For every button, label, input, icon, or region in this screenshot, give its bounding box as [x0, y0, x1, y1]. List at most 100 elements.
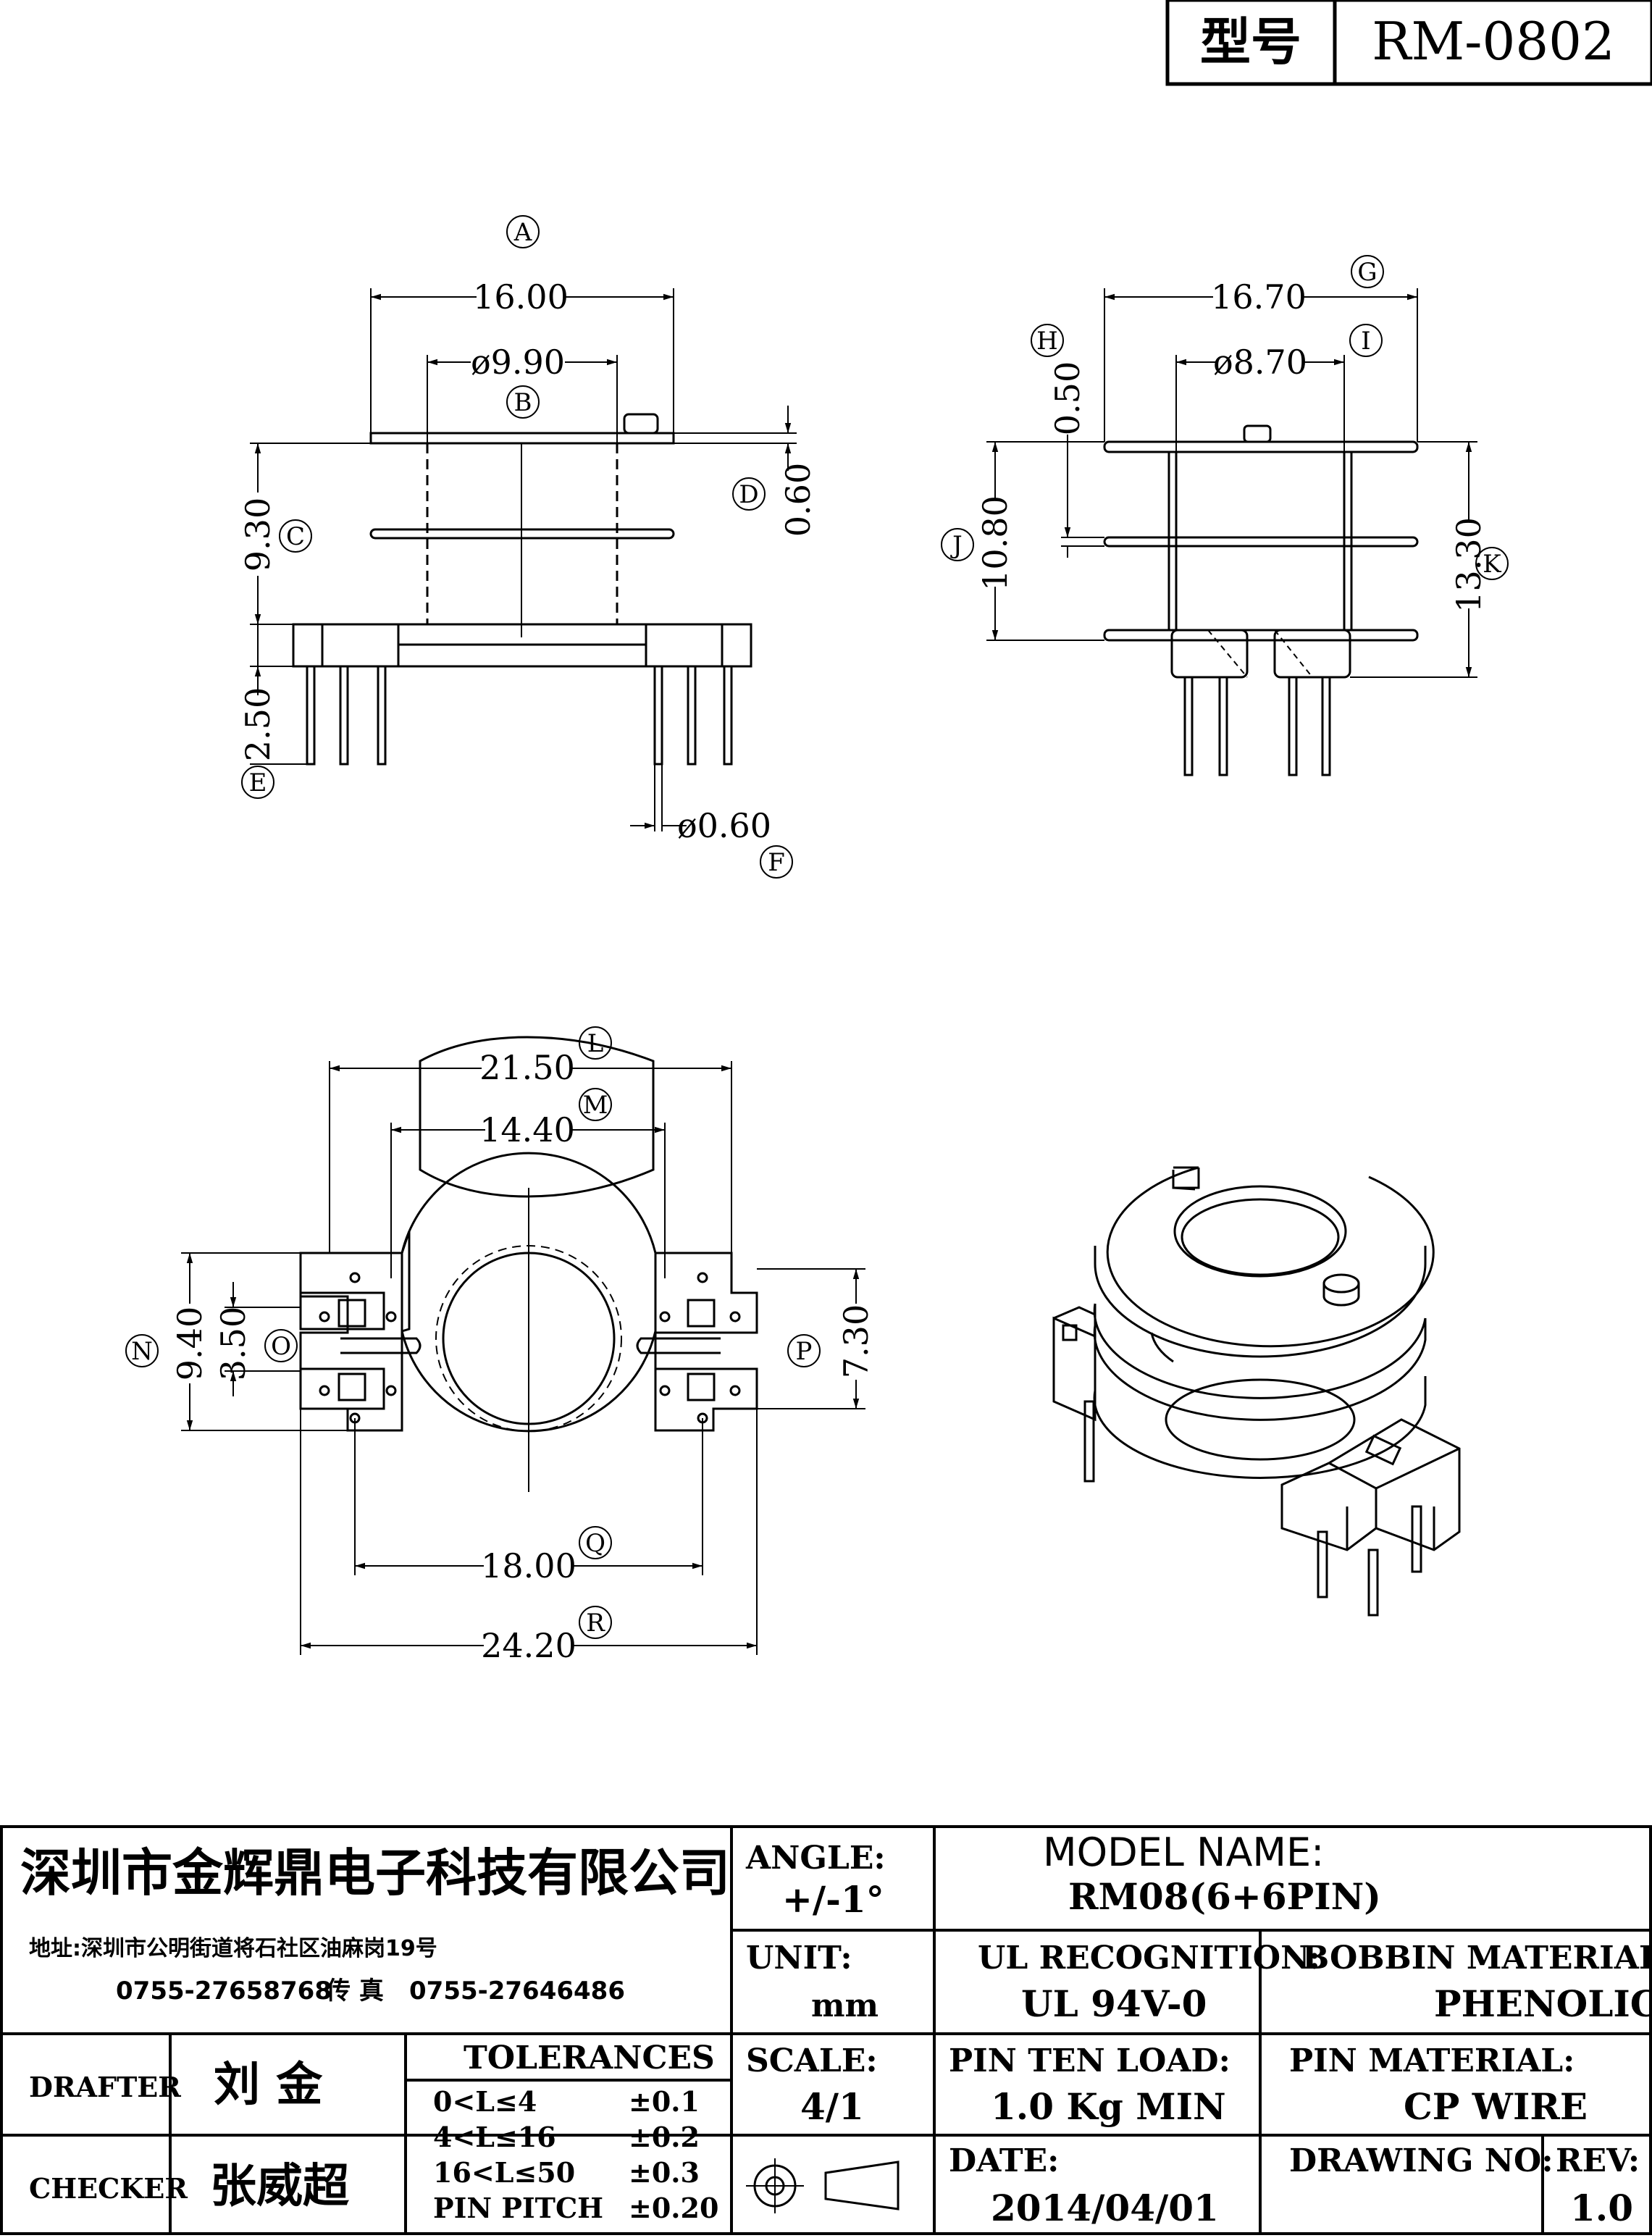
- side-circle-labels: G H I J K: [941, 255, 1509, 580]
- circle-label-E: E: [249, 768, 267, 797]
- checker-value: 张威超: [210, 2160, 350, 2213]
- unit-value: mm: [811, 1987, 879, 2024]
- bobbin-material-value: PHENOLIC: [1434, 1982, 1652, 2025]
- drawing-no-label: DRAWING NO:: [1289, 2142, 1554, 2179]
- drafter-value: 刘 金: [214, 2058, 323, 2112]
- circle-label-B: B: [514, 388, 532, 417]
- left-terminal-tab: [299, 1231, 422, 1432]
- company-phone: 0755-27658768: [116, 1977, 332, 2006]
- dim-I-value: ø8.70: [1213, 343, 1307, 382]
- circle-label-P: P: [796, 1337, 813, 1366]
- model-box: 型号 RM-0802: [1165, 0, 1652, 86]
- title-block-text: 深圳市金辉鼎电子科技有限公司 地址:深圳市公明街道将石社区油麻岗19号 0755…: [20, 1830, 1652, 2229]
- dim-P-value: 7.30: [837, 1304, 876, 1378]
- top-flange: [369, 432, 675, 445]
- company-name: 深圳市金辉鼎电子科技有限公司: [20, 1843, 730, 1903]
- bobbin-material-label: BOBBIN MATERIAL:: [1302, 1940, 1652, 1977]
- side-bottom-flange: [1103, 629, 1419, 642]
- circle-label-Q: Q: [585, 1529, 605, 1558]
- circle-label-C: C: [286, 522, 305, 551]
- rev-label: REV:: [1556, 2142, 1640, 2179]
- rev-value: 1.0: [1570, 2187, 1633, 2229]
- tol-value-1: ±0.1: [629, 2085, 700, 2118]
- side-pin-block-left: [1170, 629, 1249, 679]
- circle-label-K: K: [1483, 550, 1501, 579]
- angle-label: ANGLE:: [745, 1840, 886, 1877]
- side-pins: [1183, 676, 1331, 776]
- circle-label-A: A: [513, 218, 532, 247]
- checker-label: CHECKER: [29, 2172, 188, 2205]
- pin-load-value: 1.0 Kg MIN: [991, 2085, 1226, 2128]
- dim-F-value: ø0.60: [677, 806, 771, 845]
- tol-value-2: ±0.2: [629, 2121, 700, 2153]
- circle-label-I: I: [1361, 327, 1370, 356]
- pin-material-value: CP WIRE: [1404, 2085, 1588, 2128]
- iso-center-hole: [1173, 1185, 1347, 1278]
- model-number: RM-0802: [1372, 11, 1615, 72]
- dim-H-value: 0.50: [1048, 361, 1087, 435]
- side-pin-block-right: [1273, 629, 1351, 679]
- side-top-flange: [1103, 440, 1419, 453]
- circle-label-F: F: [768, 848, 785, 877]
- model-name-label: MODEL NAME:: [1043, 1830, 1324, 1875]
- dim-R-value: 24.20: [481, 1626, 576, 1665]
- scale-value: 4/1: [800, 2085, 864, 2128]
- dim-E-value: 2.50: [238, 687, 277, 761]
- circle-label-M: M: [583, 1091, 608, 1120]
- dim-G-value: 16.70: [1211, 277, 1307, 317]
- model-label: 型号: [1200, 12, 1301, 72]
- circle-label-L: L: [587, 1029, 604, 1058]
- tolerances-label: TOLERANCES: [464, 2040, 715, 2076]
- top-view: 21.50 14.40 9.40 3.50 7.30 18.00 24.20 L…: [125, 1026, 876, 1665]
- model-name-value: RM08(6+6PIN): [1068, 1875, 1381, 1918]
- drafter-label: DRAFTER: [29, 2071, 181, 2103]
- ul-label: UL RECOGNITION:: [978, 1940, 1320, 1977]
- circle-label-N: N: [131, 1337, 153, 1366]
- iso-top-flange: [1106, 1166, 1435, 1348]
- circle-label-G: G: [1357, 258, 1377, 287]
- circle-label-O: O: [271, 1332, 291, 1361]
- side-middle-flange: [1103, 536, 1419, 548]
- circle-label-R: R: [586, 1609, 605, 1638]
- dim-M-value: 14.40: [479, 1110, 575, 1149]
- circle-label-J: J: [950, 531, 963, 560]
- circle-label-D: D: [739, 480, 758, 509]
- company-address: 地址:深圳市公明街道将石社区油麻岗19号: [29, 1936, 437, 1961]
- dim-O-value: 3.50: [214, 1307, 253, 1380]
- angle-value: +/-1°: [782, 1878, 884, 1921]
- dim-J-value: 10.80: [976, 495, 1015, 591]
- dim-C-value: 9.30: [238, 498, 277, 571]
- base-block: [292, 623, 752, 668]
- tol-range-2: 4<L≤16: [433, 2121, 556, 2153]
- dim-K-value: 13.30: [1449, 517, 1488, 613]
- pin-material-label: PIN MATERIAL:: [1289, 2042, 1575, 2079]
- front-circle-labels: A B C D E F: [241, 215, 793, 879]
- alignment-peg: [623, 413, 659, 435]
- date-value: 2014/04/01: [991, 2187, 1219, 2229]
- dim-A-value: 16.00: [473, 277, 569, 317]
- top-circle-labels: L M N O P Q R: [125, 1026, 821, 1639]
- isometric-view: [1052, 1166, 1461, 1617]
- unit-label: UNIT:: [746, 1940, 852, 1977]
- tol-value-3: ±0.3: [629, 2156, 700, 2189]
- date-label: DATE:: [949, 2142, 1059, 2179]
- dim-L-value: 21.50: [479, 1048, 575, 1087]
- ul-value: UL 94V-0: [1021, 1982, 1207, 2025]
- title-block: [0, 1825, 1652, 2235]
- fax-label: 传 真: [325, 1977, 384, 2006]
- dim-D-value: 0.60: [779, 463, 818, 537]
- front-view: 16.00 ø9.90 9.30 2.50 0.60 ø0.60 A B C D…: [238, 215, 818, 879]
- right-terminal-tab: [636, 1252, 758, 1432]
- tol-range-1: 0<L≤4: [433, 2085, 537, 2118]
- scale-label: SCALE:: [746, 2042, 878, 2079]
- front-pins: [306, 665, 733, 766]
- company-fax: 0755-27646486: [409, 1977, 625, 2006]
- side-view: 16.70 0.50 ø8.70 10.80 13.30 G H I J K: [941, 255, 1509, 776]
- tol-value-4: ±0.20: [629, 2192, 718, 2224]
- circle-label-H: H: [1036, 327, 1058, 356]
- pin-load-label: PIN TEN LOAD:: [949, 2042, 1230, 2079]
- tol-range-4: PIN PITCH: [433, 2192, 603, 2224]
- dim-B-value: ø9.90: [471, 343, 565, 382]
- side-peg: [1243, 424, 1272, 443]
